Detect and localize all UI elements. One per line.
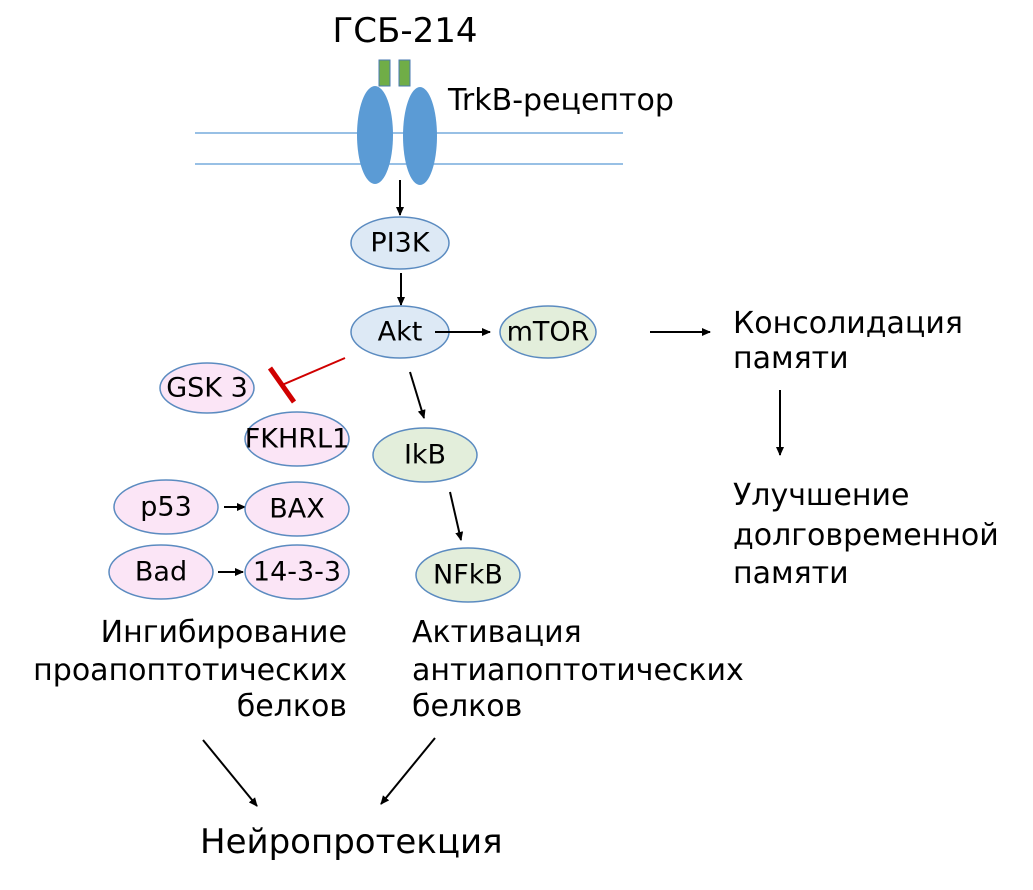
inhibition-line — [281, 357, 346, 386]
improvement-line-3: памяти — [733, 556, 849, 591]
node-p53-label: p53 — [140, 492, 192, 523]
node-pi3k-label: PI3K — [370, 228, 430, 259]
improvement-line-2: долговременной — [733, 518, 999, 553]
neuroprotection-label: Нейропротекция — [200, 822, 503, 862]
node-bad-label: Bad — [135, 557, 187, 588]
receptor-subunit-left — [357, 86, 393, 184]
receptor-subunit-right — [403, 87, 437, 185]
node-gsk3 — [159, 362, 255, 414]
ligand-block-right — [398, 59, 411, 87]
activation-line-1: Активация — [412, 615, 582, 650]
node-14-3-3 — [244, 544, 350, 600]
node-nfkb — [415, 547, 521, 603]
node-pi3k — [350, 216, 450, 270]
node-akt-label: Akt — [378, 317, 423, 348]
node-bax — [244, 481, 350, 537]
node-bax-label: BAX — [269, 494, 325, 525]
ligand-block-left — [378, 59, 391, 87]
arrow-activation-neuroprotection — [380, 737, 436, 805]
arrow-akt-ikb — [409, 371, 426, 419]
node-ikb — [372, 427, 478, 483]
node-bad — [108, 544, 214, 600]
receptor-label: TrkB-рецептор — [447, 83, 674, 118]
node-gsk3-label: GSK 3 — [166, 373, 248, 404]
inhibition-bar — [267, 366, 297, 404]
arrow-ikb-nfkb — [449, 491, 464, 541]
ligand-label: ГСБ-214 — [333, 11, 478, 51]
node-fkhrl1-label: FKHRL1 — [245, 424, 350, 455]
consolidation-line-1: Консолидация — [733, 306, 963, 341]
inhibition-line-3: белков — [237, 689, 347, 724]
inhibition-line-1: Ингибирование — [101, 615, 347, 650]
node-p53 — [113, 479, 219, 535]
node-mtor-label: mTOR — [507, 317, 590, 348]
node-fkhrl1 — [244, 411, 350, 467]
activation-line-3: белков — [412, 689, 522, 724]
node-nfkb-label: NFkB — [433, 560, 503, 591]
consolidation-line-2: памяти — [733, 341, 849, 376]
node-mtor — [499, 305, 597, 359]
inhibition-line-2: проапоптотических — [33, 653, 347, 688]
improvement-line-1: Улучшение — [733, 478, 909, 513]
node-ikb-label: IkB — [404, 440, 446, 471]
node-14-3-3-label: 14-3-3 — [253, 557, 341, 588]
arrow-inhibition-neuroprotection — [202, 739, 258, 807]
activation-line-2: антиапоптотических — [412, 653, 744, 688]
